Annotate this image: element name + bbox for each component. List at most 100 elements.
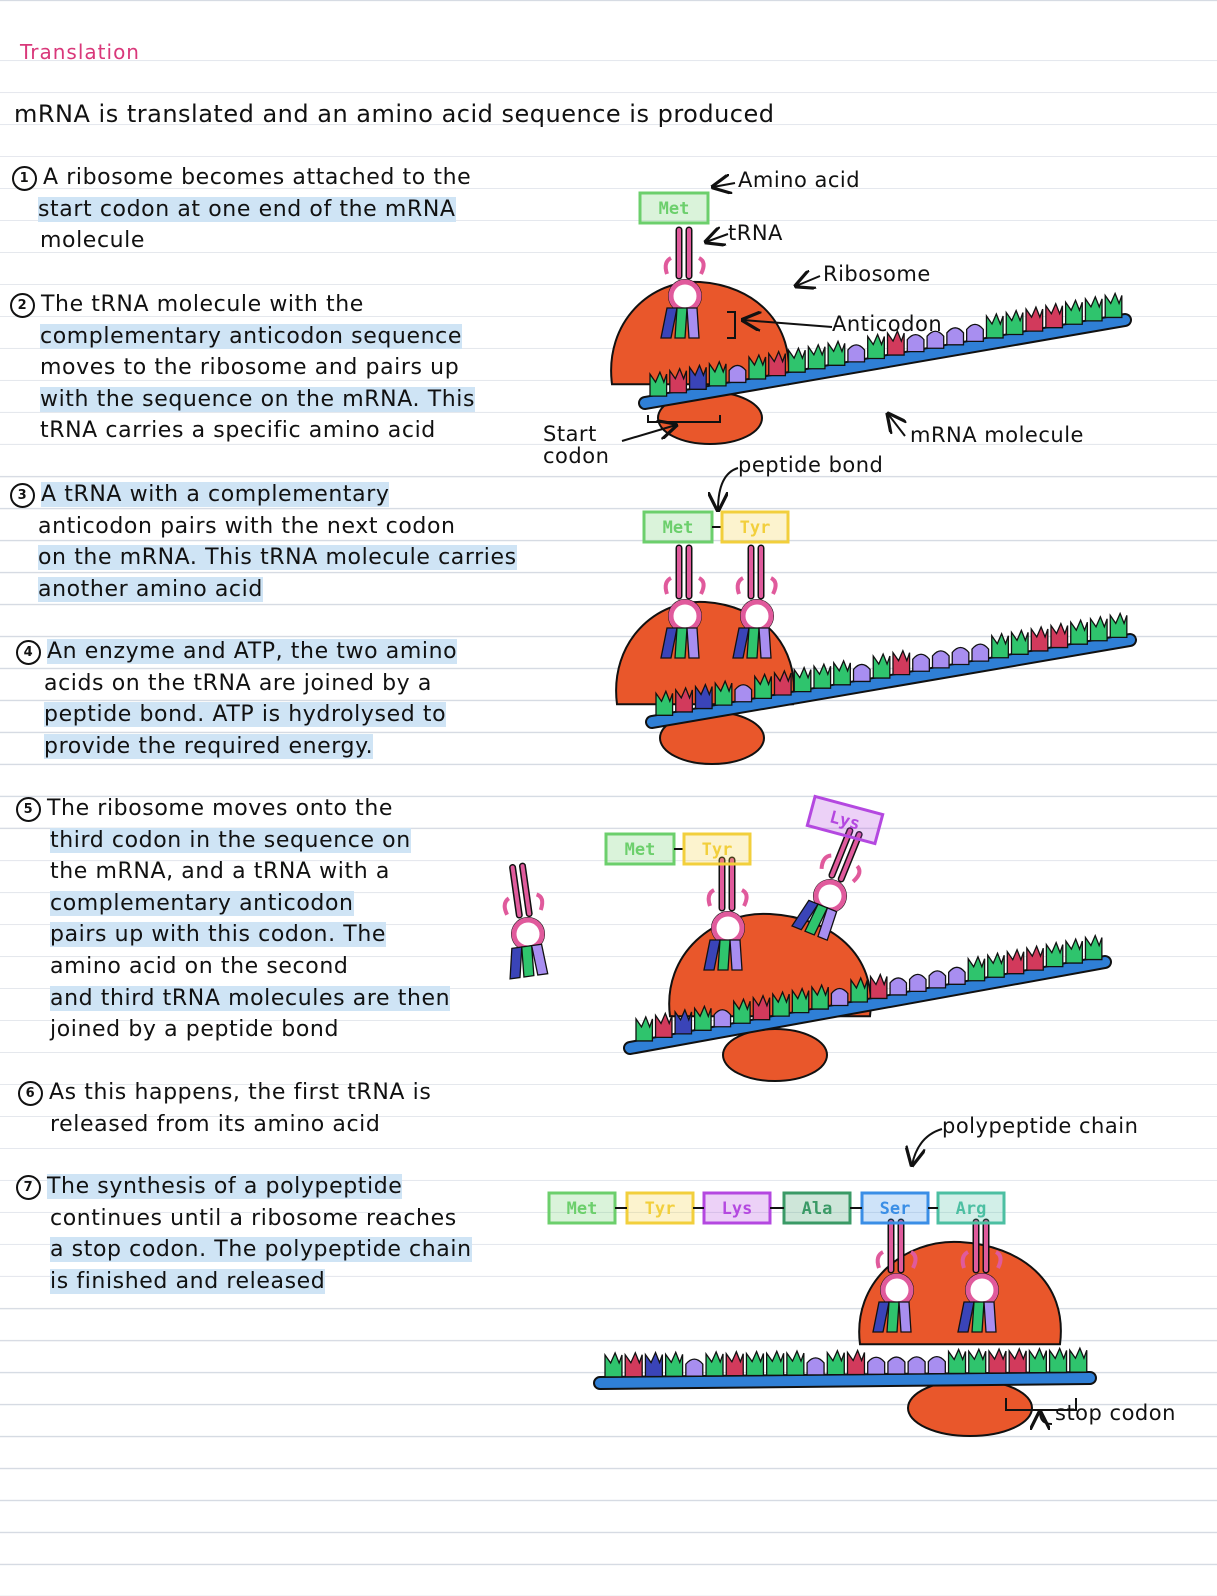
step-line: is finished and released [50, 1268, 326, 1294]
mrna-base [1030, 625, 1049, 652]
mrna-base [988, 1347, 1007, 1374]
amino-acid-box [642, 510, 714, 544]
step-line: provide the required energy. [44, 733, 374, 759]
trna-loop [668, 599, 702, 633]
amino-acid-label: Lys [722, 1199, 753, 1219]
label-ribosome: Ribosome [823, 262, 931, 286]
mrna-base [688, 363, 707, 390]
mrna-base [793, 665, 812, 693]
start-codon-bracket [647, 415, 721, 423]
amino-acid-label: Arg [956, 1199, 987, 1219]
mrna-base [624, 1351, 643, 1378]
mrna-base [966, 323, 984, 343]
mrna-base [967, 955, 986, 982]
step-number: 2 [10, 293, 35, 318]
trna-arm [769, 576, 778, 595]
label-peptide-bond: peptide bond [738, 453, 883, 477]
step-number: 3 [10, 483, 35, 508]
trna-arm [502, 896, 511, 916]
label-layer: Amino acid tRNA Ribosome Anticodon mRNA … [543, 168, 1175, 1425]
intro-text: mRNA is translated and an amino acid seq… [14, 100, 775, 128]
mrna-base [846, 1348, 866, 1376]
ribosome-small-subunit [722, 1028, 828, 1082]
mrna-strand [595, 1373, 1095, 1388]
trna-arm [994, 1250, 1003, 1269]
mrna-base [847, 344, 866, 363]
mrna-base [907, 1356, 926, 1375]
step-number: 4 [16, 640, 41, 665]
mrna-base [1005, 308, 1024, 336]
amino-acid-ala: Ala [782, 1191, 852, 1225]
amino-acid-label: Met [567, 1199, 598, 1219]
label-amino-acid: Amino acid [738, 168, 860, 192]
step-number: 7 [16, 1175, 41, 1200]
trna-molecule [872, 1218, 918, 1333]
anticodon-base [957, 1301, 975, 1333]
mrna-base [833, 659, 851, 686]
mrna-base [1008, 1347, 1027, 1374]
mrna-base [1045, 940, 1064, 968]
codon-layer [604, 291, 1128, 1378]
anticodon-base [886, 1301, 900, 1333]
mrna-base [1028, 1346, 1047, 1374]
trna-molecule [732, 544, 778, 659]
mrna-base [912, 653, 930, 672]
mrna-base [1010, 628, 1029, 655]
anticodon-bracket [727, 311, 736, 339]
mrna-base [604, 1351, 623, 1378]
mrna-base [867, 1356, 886, 1375]
mrna-base [991, 632, 1009, 659]
amino-acid-ser: Ser [860, 1191, 930, 1225]
step-line: third codon in the sequence on [50, 827, 411, 853]
mrna-base [1006, 947, 1025, 975]
trna-arm [851, 864, 862, 884]
trna-molecule [660, 226, 706, 339]
mrna-base [674, 1008, 693, 1035]
trna-arm [909, 1250, 918, 1269]
mrna-base [1070, 618, 1088, 645]
step-line: with the sequence on the mRNA. This [40, 386, 476, 412]
amino-acid-label: Tyr [702, 840, 733, 860]
mrna-base [1069, 1346, 1088, 1373]
mrna-base [714, 679, 733, 706]
anticodon-base [732, 627, 750, 659]
step-line: released from its amino acid [50, 1111, 381, 1137]
anticodon-base [717, 939, 731, 971]
anticodon-base [791, 899, 820, 931]
mrna-base [664, 1350, 684, 1377]
step-line: The ribosome moves onto the [47, 796, 394, 821]
mrna-base [1089, 615, 1108, 642]
trna-arm [875, 1250, 885, 1269]
mrna-base [733, 997, 751, 1024]
label-mrna-molecule: mRNA molecule [910, 423, 1084, 447]
step-line: tRNA carries a specific amino acid [40, 418, 436, 444]
anticodon-base [898, 1301, 912, 1333]
amino-acid-box [638, 191, 710, 225]
mrna-base [1026, 944, 1044, 971]
mrna-base [806, 1357, 825, 1376]
amino-acid-arg: Arg [936, 1191, 1006, 1225]
amino-acid-lys: Lys [805, 794, 885, 846]
mrna-base [852, 663, 871, 683]
mrna-base [748, 353, 767, 380]
amino-acid-label: Ala [802, 1199, 833, 1219]
mrna-base [752, 993, 771, 1021]
mrna-base [745, 1349, 765, 1377]
trna-molecule [791, 827, 863, 942]
anticodon-base [729, 939, 743, 971]
ribosome-small-subunit [907, 1379, 1033, 1437]
amino-acid-tyr: Tyr [625, 1191, 695, 1225]
mrna-base [1065, 937, 1083, 964]
trna-arm [740, 888, 749, 907]
mrna-base [655, 689, 674, 716]
mrna-base [1084, 933, 1103, 961]
anticodon-base [983, 1301, 997, 1333]
mrna-base [887, 1356, 906, 1375]
label-polypeptide-chain: polypeptide chain [942, 1114, 1138, 1138]
step-line: on the mRNA. This tRNA molecule carries [38, 545, 517, 571]
trna-layer [502, 226, 1003, 1333]
